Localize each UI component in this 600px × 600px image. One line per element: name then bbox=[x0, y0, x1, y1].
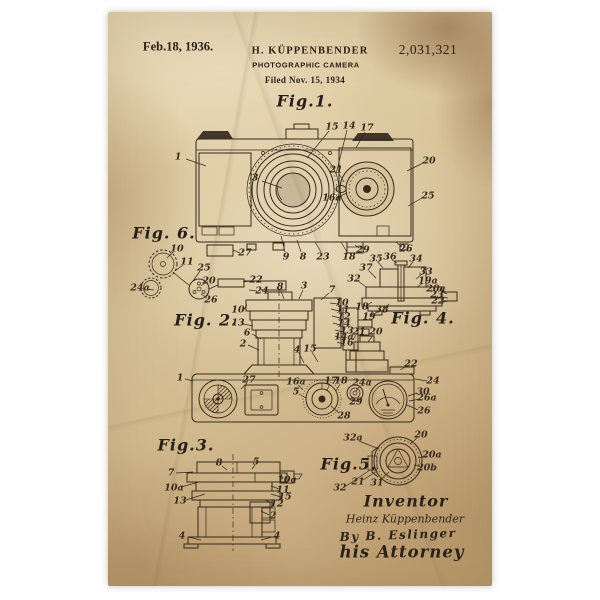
inventor-signature: Heinz Küppenbender bbox=[345, 512, 465, 526]
inventor-header-name: H. KÜPPENBENDER bbox=[251, 45, 369, 57]
patent-date: Feb.18, 1936. bbox=[142, 39, 214, 54]
inventor-caption: Inventor bbox=[363, 491, 449, 511]
patent-title: PHOTOGRAPHIC CAMERA bbox=[252, 60, 360, 70]
attorney-caption: his Attorney bbox=[339, 542, 465, 562]
filed-date: Filed Nov. 15, 1934 bbox=[264, 75, 346, 85]
patent-number: 2,031,321 bbox=[398, 42, 458, 57]
